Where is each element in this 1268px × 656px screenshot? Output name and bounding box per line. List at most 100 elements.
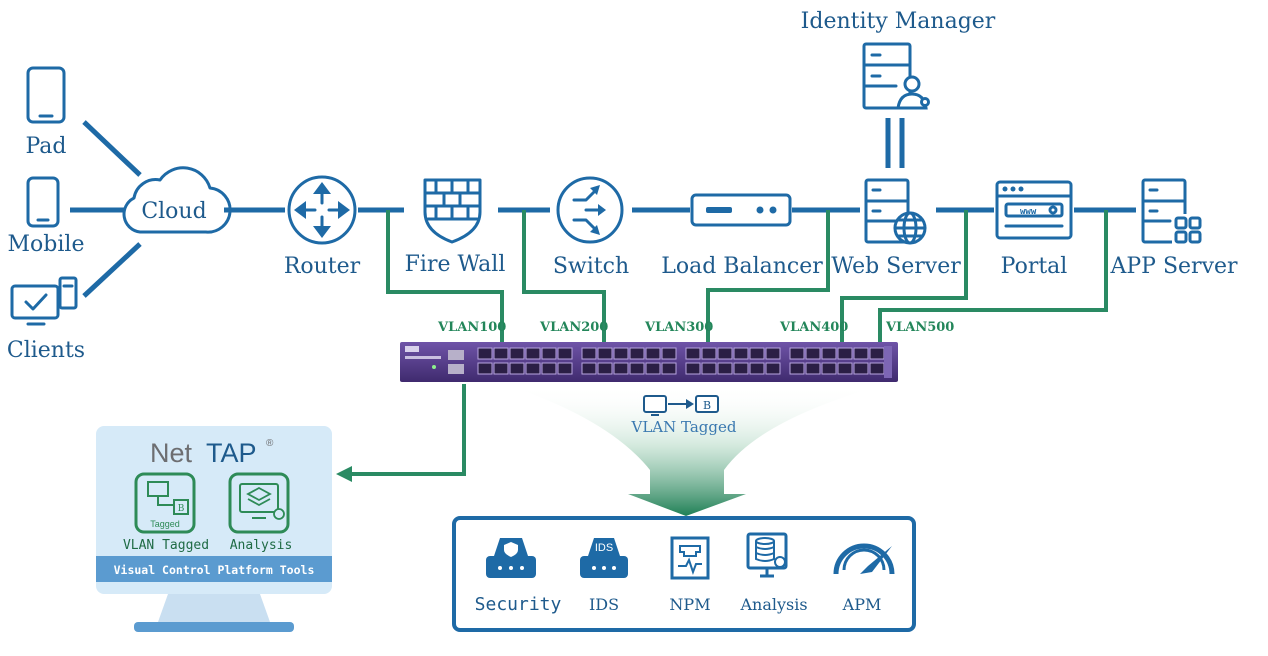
sfp-port xyxy=(661,347,677,360)
web-server-icon xyxy=(864,178,927,245)
vlan-tagged-icon: B xyxy=(643,395,719,416)
vlan-label: VLAN100 xyxy=(437,320,506,335)
pad-label: Pad xyxy=(25,134,66,159)
npm-icon xyxy=(670,536,710,580)
mobile-icon xyxy=(26,176,60,228)
tool-label-apm: APM xyxy=(842,595,882,614)
sfp-port xyxy=(477,362,493,375)
pad-icon xyxy=(26,66,66,124)
analysis-tool-label: Analysis xyxy=(230,538,293,553)
clients-icon xyxy=(10,276,78,326)
security-icon xyxy=(486,538,536,578)
analysis-icon xyxy=(746,532,788,578)
sfp-port xyxy=(821,362,837,375)
sfp-port xyxy=(765,347,781,360)
vlan-tagged-label: VLAN Tagged xyxy=(631,418,737,436)
switch-icon xyxy=(556,176,624,244)
sfp-port xyxy=(733,362,749,375)
identity-manager-label: Identity Manager xyxy=(801,9,996,34)
mobile-label: Mobile xyxy=(8,232,85,257)
tool-label-security: Security xyxy=(475,594,562,615)
ids-badge: IDS xyxy=(595,542,613,554)
vlan-tagged-tool-label: VLAN Tagged xyxy=(123,538,209,553)
nettap-brand-net: Net xyxy=(150,438,193,468)
cloud-label: Cloud xyxy=(141,199,206,224)
sfp-port xyxy=(581,362,597,375)
tool-label-ids: IDS xyxy=(589,595,619,614)
sfp-port xyxy=(765,362,781,375)
vlan-label: VLAN300 xyxy=(644,320,713,335)
router-icon xyxy=(287,175,357,245)
sfp-port xyxy=(629,362,645,375)
sfp-port xyxy=(493,362,509,375)
sfp-port xyxy=(597,362,613,375)
nettap-panel xyxy=(96,426,332,632)
tools-box xyxy=(452,516,916,632)
identity-manager-icon xyxy=(862,42,930,110)
sfp-port xyxy=(789,347,805,360)
cloud-icon xyxy=(122,166,232,234)
portal-label: Portal xyxy=(1001,254,1068,279)
vlan-label: VLAN200 xyxy=(539,320,608,335)
sfp-port xyxy=(477,347,493,360)
sfp-port xyxy=(525,362,541,375)
sfp-port xyxy=(853,362,869,375)
apm-gauge-icon xyxy=(833,543,895,575)
tap-device xyxy=(400,342,898,382)
svg-text:www: www xyxy=(1020,207,1037,217)
clients-label: Clients xyxy=(7,338,85,363)
sfp-port xyxy=(613,347,629,360)
sfp-port xyxy=(837,347,853,360)
portal-icon: www xyxy=(995,180,1073,240)
app-server-icon xyxy=(1141,178,1202,244)
sfp-port xyxy=(869,347,885,360)
web-server-label: Web Server xyxy=(831,254,961,279)
sfp-port xyxy=(789,362,805,375)
sfp-port xyxy=(645,362,661,375)
sfp-port xyxy=(685,347,701,360)
nettap-registered-mark: ® xyxy=(266,438,274,449)
sfp-port xyxy=(821,347,837,360)
ids-icon xyxy=(580,538,628,578)
firewall-icon xyxy=(423,178,482,244)
sfp-port xyxy=(869,362,885,375)
tool-label-analysis: Analysis xyxy=(739,595,807,614)
sfp-port xyxy=(805,347,821,360)
sfp-port xyxy=(525,347,541,360)
sfp-port xyxy=(509,347,525,360)
nettap-brand-tap: TAP xyxy=(206,438,257,468)
sfp-port xyxy=(541,362,557,375)
sfp-port xyxy=(541,347,557,360)
sfp-port xyxy=(853,347,869,360)
app-server-label: APP Server xyxy=(1109,254,1238,279)
sfp-port xyxy=(805,362,821,375)
sfp-port xyxy=(597,347,613,360)
platform-banner: Visual Control Platform Tools xyxy=(114,563,315,577)
sfp-port xyxy=(661,362,677,375)
firewall-label: Fire Wall xyxy=(405,252,506,277)
load-balancer-label: Load Balancer xyxy=(661,254,823,279)
sfp-port xyxy=(581,347,597,360)
sfp-port xyxy=(557,362,573,375)
svg-text:B: B xyxy=(178,504,185,514)
sfp-port xyxy=(613,362,629,375)
tap-output-fan xyxy=(510,386,880,516)
sfp-port xyxy=(701,347,717,360)
sfp-port xyxy=(509,362,525,375)
tool-label-npm: NPM xyxy=(669,595,710,614)
vlan-label: VLAN500 xyxy=(885,320,954,335)
load-balancer-icon xyxy=(690,193,792,227)
router-label: Router xyxy=(284,254,361,279)
analysis-tool-icon xyxy=(228,472,290,534)
sfp-port xyxy=(629,347,645,360)
sfp-port xyxy=(837,362,853,375)
sfp-port xyxy=(749,347,765,360)
sfp-port xyxy=(645,347,661,360)
sfp-port xyxy=(717,362,733,375)
sfp-port xyxy=(749,362,765,375)
sfp-port xyxy=(717,347,733,360)
tool-inner-label: Tagged xyxy=(150,519,180,529)
sfp-port xyxy=(557,347,573,360)
switch-label: Switch xyxy=(553,254,629,279)
